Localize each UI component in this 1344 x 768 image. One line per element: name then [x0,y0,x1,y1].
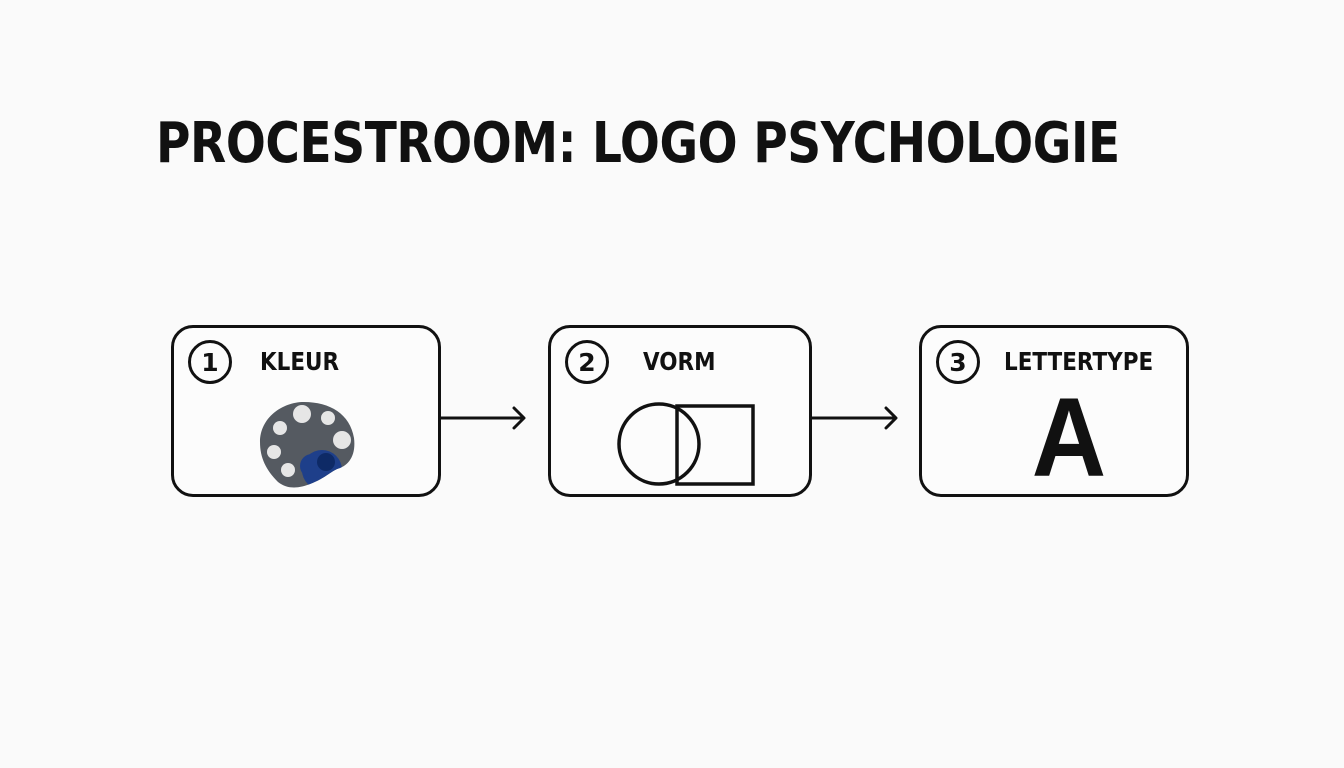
diagram-title: PROCESTROOM: LOGO PSYCHOLOGIE [156,111,1120,176]
letter-a-icon: A [1028,375,1110,500]
palette-icon [260,402,355,488]
palette-paint-dot [293,405,311,423]
step-label: LETTERTYPE [1004,347,1154,376]
palette-paint-dot [333,431,351,449]
step-label: VORM [643,347,716,376]
palette-thumb-hole [317,453,335,471]
palette-paint-dot [281,463,295,477]
step-number-badge: 2 [565,340,609,384]
step-lettertype: 3 LETTERTYPE A [919,325,1189,497]
palette-paint-dot [321,411,335,425]
arrow-right-icon [440,406,526,430]
circle-square-icon [617,402,755,486]
step-number-badge: 3 [936,340,980,384]
palette-paint-dot [273,421,287,435]
circle-shape [617,402,701,486]
step-label: KLEUR [260,347,340,376]
step-vorm: 2 VORM [548,325,812,497]
letter-sample: A [1031,375,1107,500]
step-number-badge: 1 [188,340,232,384]
square-shape [675,404,755,486]
arrow-right-icon [812,406,898,430]
palette-paint-dot [267,445,281,459]
step-kleur: 1 KLEUR [171,325,441,497]
